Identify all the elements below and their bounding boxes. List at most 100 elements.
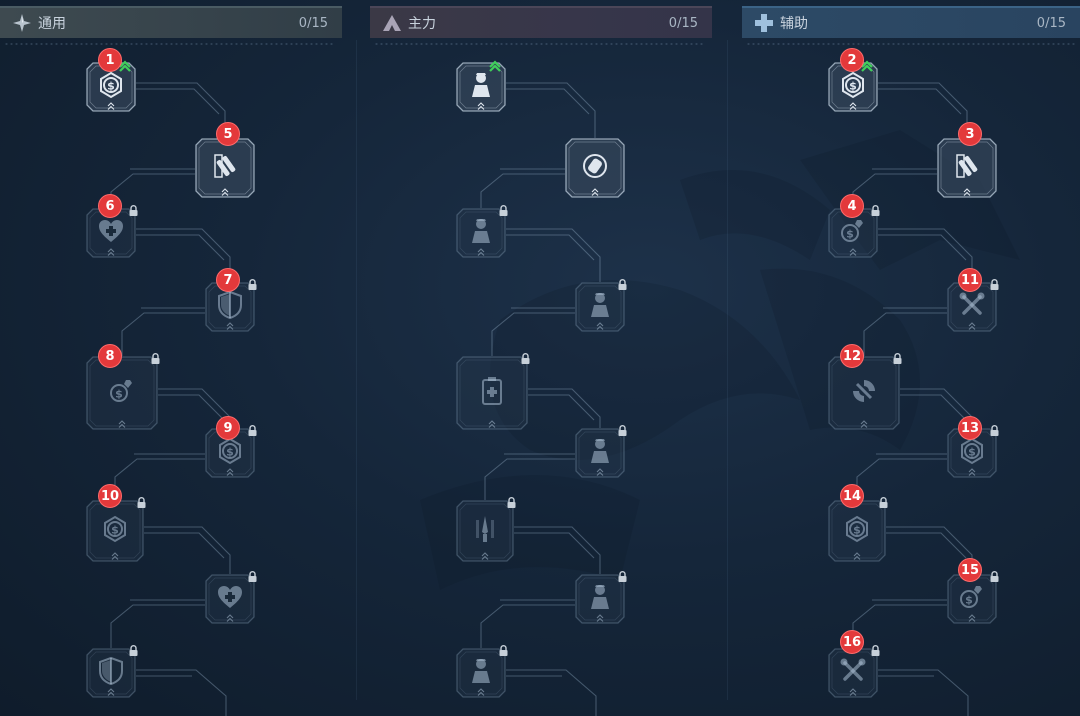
connector-line <box>136 669 227 716</box>
number-badge: 12 <box>840 344 864 368</box>
lock-icon <box>989 567 1000 582</box>
rank-chevron-icon <box>477 241 485 256</box>
lock-icon <box>498 641 509 656</box>
number-badge: 15 <box>958 558 982 582</box>
number-badge: 5 <box>216 122 240 146</box>
column-main: 主力 0/15 <box>370 0 712 716</box>
skill-node-support-7[interactable]: $ <box>828 497 888 562</box>
skill-node-general-5[interactable]: $ <box>86 353 160 430</box>
rank-chevron-icon <box>221 181 229 196</box>
connector-line <box>136 228 231 282</box>
grenade-icon <box>580 151 610 185</box>
number-badge: 11 <box>958 268 982 292</box>
rank-chevron-icon <box>107 95 115 110</box>
skill-node-general-6[interactable]: $ <box>205 425 257 478</box>
number-badge: 6 <box>98 194 122 218</box>
shield-icon <box>98 656 124 690</box>
number-badge: 10 <box>98 484 122 508</box>
lock-icon <box>506 493 517 508</box>
svg-text:$: $ <box>849 80 857 93</box>
skill-node-main-6[interactable] <box>575 425 627 478</box>
connector-line <box>484 453 575 500</box>
connector-line <box>110 168 195 208</box>
rank-chevron-icon <box>477 681 485 696</box>
connector-line <box>144 526 231 574</box>
skill-node-support-8[interactable]: $ <box>947 571 999 624</box>
skill-node-main-3[interactable] <box>456 205 508 258</box>
connector-line <box>878 228 973 282</box>
skill-node-main-9[interactable] <box>456 645 508 698</box>
connector-line <box>863 307 947 356</box>
rank-chevron-icon <box>226 607 234 622</box>
skill-node-main-1[interactable] <box>456 60 506 112</box>
heart-plus-icon <box>216 584 244 614</box>
coin-icon: $ <box>101 515 129 547</box>
lock-icon <box>878 493 889 508</box>
connector-line <box>878 669 969 716</box>
svg-text:$: $ <box>846 228 854 241</box>
skill-node-support-4[interactable] <box>947 279 999 332</box>
rank-chevron-icon <box>596 607 604 622</box>
skill-node-support-2[interactable] <box>937 138 997 198</box>
svg-text:$: $ <box>853 524 861 537</box>
soldier-icon <box>467 70 495 104</box>
skill-node-support-9[interactable] <box>828 645 880 698</box>
tab-main[interactable]: 主力 0/15 <box>370 6 712 38</box>
heart-plus-icon <box>97 218 125 248</box>
coin-icon: $ <box>216 437 244 469</box>
tab-support[interactable]: 辅助 0/15 <box>742 6 1080 38</box>
skill-node-general-4[interactable] <box>205 279 257 332</box>
lock-icon <box>989 275 1000 290</box>
number-badge: 4 <box>840 194 864 218</box>
skill-tree-lines <box>852 82 973 716</box>
skill-node-general-9[interactable] <box>86 645 138 698</box>
coin-icon: $ <box>958 437 986 469</box>
number-badge: 3 <box>958 122 982 146</box>
bullets-icon <box>210 151 240 185</box>
skill-node-main-8[interactable] <box>575 571 627 624</box>
number-badge: 16 <box>840 630 864 654</box>
rank-chevron-icon <box>968 607 976 622</box>
skill-node-support-6[interactable]: $ <box>947 425 999 478</box>
number-badge: 1 <box>98 48 122 72</box>
lock-icon <box>128 201 139 216</box>
connector-line <box>491 307 575 356</box>
number-badge: 14 <box>840 484 864 508</box>
lock-icon <box>617 567 628 582</box>
skill-node-main-4[interactable] <box>575 279 627 332</box>
skill-node-general-1[interactable]: $ <box>86 60 136 112</box>
skill-node-general-2[interactable] <box>195 138 255 198</box>
column-divider <box>727 40 728 700</box>
skill-node-main-2[interactable] <box>565 138 625 198</box>
connector-line <box>514 526 601 574</box>
soldier-icon <box>586 290 614 324</box>
bullets-icon <box>952 151 982 185</box>
lock-icon <box>247 275 258 290</box>
skill-node-general-7[interactable]: $ <box>86 497 146 562</box>
skill-node-general-8[interactable] <box>205 571 257 624</box>
rank-chevron-icon <box>488 413 496 428</box>
rank-chevron-icon <box>596 461 604 476</box>
rank-chevron-icon <box>860 413 868 428</box>
wrench-icon <box>838 656 868 690</box>
connector-line <box>121 307 205 356</box>
tab-general-title: 通用 <box>38 16 66 32</box>
skill-node-general-3[interactable] <box>86 205 138 258</box>
number-badge: 7 <box>216 268 240 292</box>
lock-icon <box>150 349 161 364</box>
skill-node-main-7[interactable] <box>456 497 516 562</box>
connector-line <box>506 228 601 282</box>
number-badge: 8 <box>98 344 122 368</box>
knife-icon <box>473 514 497 548</box>
svg-text:$: $ <box>965 594 973 607</box>
rank-chevron-icon <box>968 315 976 330</box>
skill-node-support-5[interactable] <box>828 353 902 430</box>
rank-chevron-icon <box>591 181 599 196</box>
skill-node-support-3[interactable]: $ <box>828 205 880 258</box>
plus-cross-icon <box>754 13 774 33</box>
skill-node-main-5[interactable] <box>456 353 530 430</box>
skill-tree-lines <box>480 82 601 716</box>
skill-node-support-1[interactable]: $ <box>828 60 878 112</box>
tab-support-title: 辅助 <box>780 16 808 32</box>
tab-general[interactable]: 通用 0/15 <box>0 6 342 38</box>
